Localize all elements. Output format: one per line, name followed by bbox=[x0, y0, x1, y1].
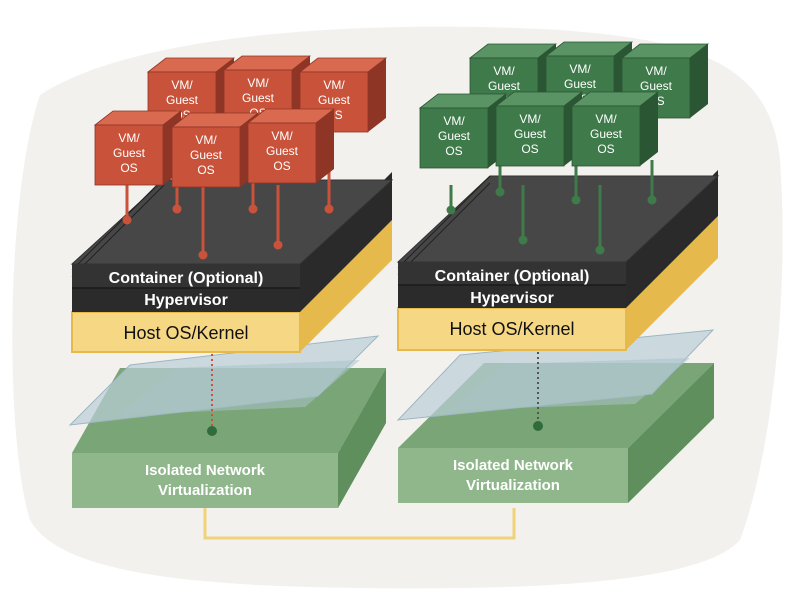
network-link-dot bbox=[533, 421, 543, 431]
vm-label-line: VM/ bbox=[171, 78, 193, 92]
vm-label-line: Guest bbox=[564, 77, 597, 91]
host-os-layer: Host OS/Kernel bbox=[71, 220, 392, 353]
network-link-dot bbox=[207, 426, 217, 436]
vm-label-line: Guest bbox=[488, 79, 521, 93]
network-label-line: Virtualization bbox=[158, 482, 252, 499]
vm-connection-pin bbox=[446, 185, 456, 215]
network-connector-line bbox=[203, 508, 516, 540]
network-label-line: Virtualization bbox=[466, 477, 560, 494]
hypervisor-label: Hypervisor bbox=[470, 290, 554, 307]
container-hypervisor-layers: Container (Optional) Hypervisor bbox=[70, 172, 394, 312]
vm-label-line: VM/ bbox=[323, 78, 345, 92]
vm-label-line: OS bbox=[273, 159, 290, 173]
vm-label-line: OS bbox=[597, 142, 614, 156]
network-label-line: Isolated Network bbox=[453, 457, 574, 474]
vm-connection-pin bbox=[518, 185, 528, 245]
container-label: Container (Optional) bbox=[109, 270, 264, 287]
vm-label-line: Guest bbox=[640, 79, 673, 93]
vm-label-line: Guest bbox=[242, 91, 275, 105]
vm-connection-pin bbox=[647, 160, 657, 205]
vm-label-line: Guest bbox=[438, 129, 471, 143]
vm-label-line: Guest bbox=[266, 144, 299, 158]
vm-label-line: Guest bbox=[166, 93, 199, 107]
host-os-label: Host OS/Kernel bbox=[123, 323, 248, 343]
vm-connection-pin bbox=[122, 185, 132, 225]
vm-label-line: VM/ bbox=[519, 112, 541, 126]
vm-label-line: Guest bbox=[190, 148, 223, 162]
network-plane-inner bbox=[450, 358, 690, 410]
network-plane-inner bbox=[120, 360, 360, 415]
vm-label-line: Guest bbox=[318, 93, 351, 107]
vm-label-line: VM/ bbox=[118, 131, 140, 145]
vm-label-line: Guest bbox=[514, 127, 547, 141]
hypervisor-label: Hypervisor bbox=[144, 292, 228, 309]
vm-label-line: OS bbox=[445, 144, 462, 158]
container-hypervisor-layers: Container (Optional) Hypervisor bbox=[396, 170, 720, 308]
host-os-label: Host OS/Kernel bbox=[449, 319, 574, 339]
host-os-layer: Host OS/Kernel bbox=[397, 216, 718, 351]
vm-label-line: VM/ bbox=[247, 76, 269, 90]
vm-label-line: VM/ bbox=[493, 64, 515, 78]
vm-connection-pin bbox=[571, 160, 581, 205]
vm-label-line: OS bbox=[120, 161, 137, 175]
vm-label-line: VM/ bbox=[595, 112, 617, 126]
vm-label-line: OS bbox=[521, 142, 538, 156]
vm-label-line: VM/ bbox=[645, 64, 667, 78]
vm-label-line: VM/ bbox=[271, 129, 293, 143]
vm-label-line: Guest bbox=[113, 146, 146, 160]
vm-connection-pin bbox=[324, 169, 334, 214]
vm-connection-pin bbox=[595, 185, 605, 255]
vm-connection-pin bbox=[198, 185, 208, 260]
container-label: Container (Optional) bbox=[435, 268, 590, 285]
vm-label-line: Guest bbox=[590, 127, 623, 141]
network-label-line: Isolated Network bbox=[145, 462, 266, 479]
vm-label-line: VM/ bbox=[195, 133, 217, 147]
vm-label-line: VM/ bbox=[569, 62, 591, 76]
vm-label-line: VM/ bbox=[443, 114, 465, 128]
vm-connection-pin bbox=[273, 185, 283, 250]
vm-label-line: OS bbox=[197, 163, 214, 177]
